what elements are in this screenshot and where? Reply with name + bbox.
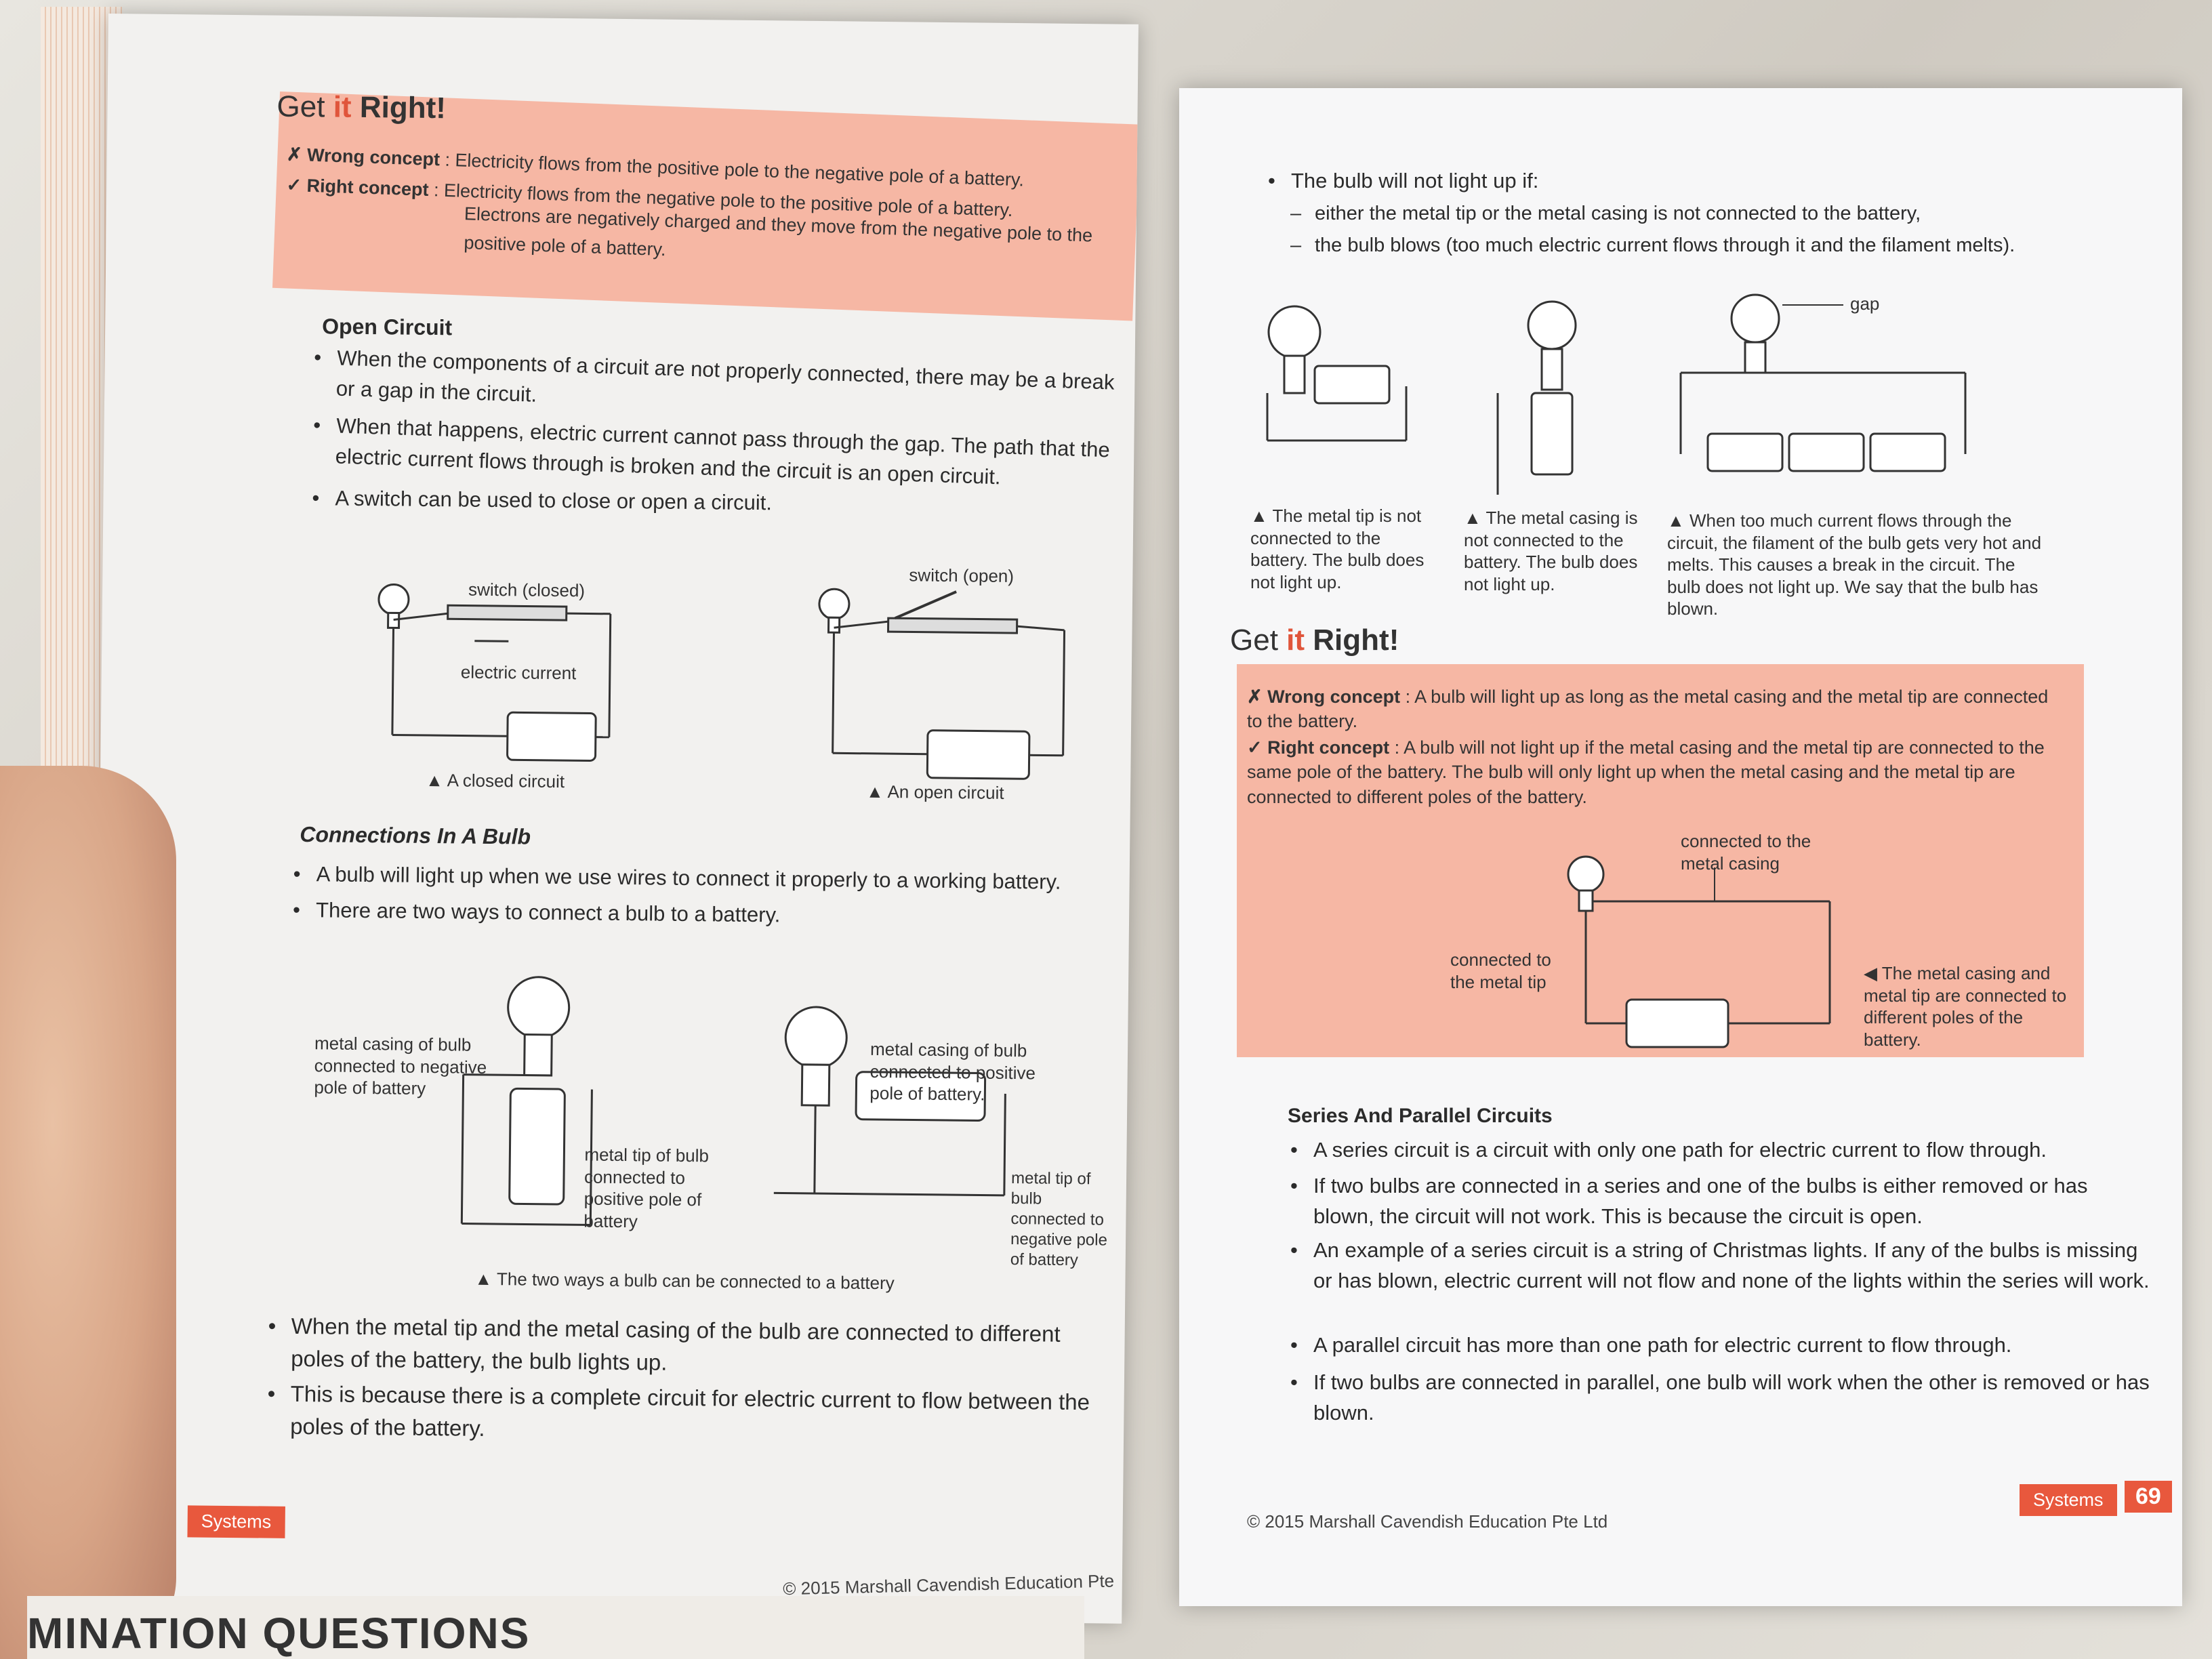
- connections-bullet-1: A bulb will light up when we use wires t…: [316, 859, 1129, 899]
- different-poles-diagram: [1567, 855, 1831, 1048]
- casing-positive-label: metal casing of bulb connected to positi…: [869, 1038, 1036, 1105]
- right-concept-right: ✓ Right concept : A bulb will not light …: [1247, 737, 2045, 807]
- closed-circuit-diagram: [377, 583, 612, 762]
- bulb-not-light-dash-1: either the metal tip or the metal casing…: [1290, 200, 2128, 228]
- different-poles-note: ◀ The metal casing and metal tip are con…: [1864, 963, 2067, 1050]
- open-circuit-heading: Open Circuit: [321, 314, 453, 340]
- page-number-69: 69: [2125, 1481, 2172, 1513]
- switch-closed-label: switch (closed): [468, 579, 586, 601]
- get-it-right-title-right: Get it Right!: [1230, 623, 1399, 657]
- closed-circuit-caption: ▲ A closed circuit: [426, 769, 565, 792]
- holding-hand: [0, 766, 176, 1659]
- get-it-right-box-right: [1237, 664, 2084, 1057]
- tip-connection-label: connected to the metal tip: [1450, 949, 1551, 992]
- left-page: Get it Right! ✗ Wrong concept : Electric…: [91, 14, 1139, 1624]
- series-bullet-2: If two bulbs are connected in a series a…: [1290, 1171, 2154, 1232]
- tip-negative-label: metal tip of bulb connected to negative …: [1010, 1169, 1108, 1270]
- bulb-connection-diagram-2: [773, 1006, 1006, 1197]
- copyright-right: © 2015 Marshall Cavendish Education Pte …: [1247, 1511, 1608, 1532]
- open-circuit-diagram: [818, 588, 1066, 780]
- switch-open-label: switch (open): [909, 565, 1015, 587]
- casing-not-connected-caption: ▲ The metal casing is not connected to t…: [1464, 508, 1638, 594]
- section-tag-left: Systems: [187, 1505, 285, 1538]
- bulb-not-light-dash-2: the bulb blows (too much electric curren…: [1290, 232, 2128, 260]
- casing-connection-label: connected to the metal casing: [1681, 831, 1811, 874]
- open-circuit-caption: ▲ An open circuit: [865, 781, 1004, 803]
- tip-not-connected-diagram: [1266, 305, 1408, 442]
- series-parallel-heading: Series And Parallel Circuits: [1288, 1105, 1553, 1127]
- section-tag-right: Systems: [2020, 1484, 2117, 1516]
- underlying-page-text: MINATION QUESTIONS: [27, 1609, 531, 1658]
- gap-label: gap: [1850, 293, 1880, 314]
- connections-bullet-2: There are two ways to connect a bulb to …: [316, 895, 1129, 935]
- get-it-right-title: Get it Right!: [276, 89, 447, 125]
- connections-heading: Connections In A Bulb: [300, 822, 531, 849]
- tip-positive-label: metal tip of bulb connected to positive …: [583, 1144, 710, 1231]
- bulb-blown-caption: ▲ When too much current flows through th…: [1667, 510, 2042, 619]
- connections-bullet-4: This is because there is a complete circ…: [290, 1378, 1104, 1451]
- bulb-connection-caption: ▲ The two ways a bulb can be connected t…: [474, 1268, 895, 1294]
- connections-bullet-3: When the metal tip and the metal casing …: [291, 1310, 1105, 1383]
- series-bullet-1: A series circuit is a circuit with only …: [1290, 1135, 2154, 1166]
- casing-not-connected-diagram: [1496, 300, 1577, 495]
- bulb-not-light-bullet: The bulb will not light up if:: [1268, 166, 2104, 197]
- electric-current-label: electric current: [460, 661, 577, 684]
- casing-negative-label: metal casing of bulb connected to negati…: [314, 1033, 487, 1099]
- wrong-concept-right: ✗ Wrong concept : A bulb will light up a…: [1247, 687, 2049, 732]
- bulb-blown-diagram: [1679, 293, 1967, 472]
- parallel-bullet-1: A parallel circuit has more than one pat…: [1290, 1330, 2154, 1361]
- series-bullet-3: An example of a series circuit is a stri…: [1290, 1235, 2154, 1296]
- right-page: The bulb will not light up if: either th…: [1179, 88, 2182, 1606]
- tip-not-connected-caption: ▲ The metal tip is not connected to the …: [1250, 506, 1425, 592]
- parallel-bullet-2: If two bulbs are connected in parallel, …: [1290, 1368, 2154, 1429]
- underlying-page: MINATION QUESTIONS: [27, 1596, 1084, 1659]
- bulb-connection-diagram-1: [460, 976, 593, 1227]
